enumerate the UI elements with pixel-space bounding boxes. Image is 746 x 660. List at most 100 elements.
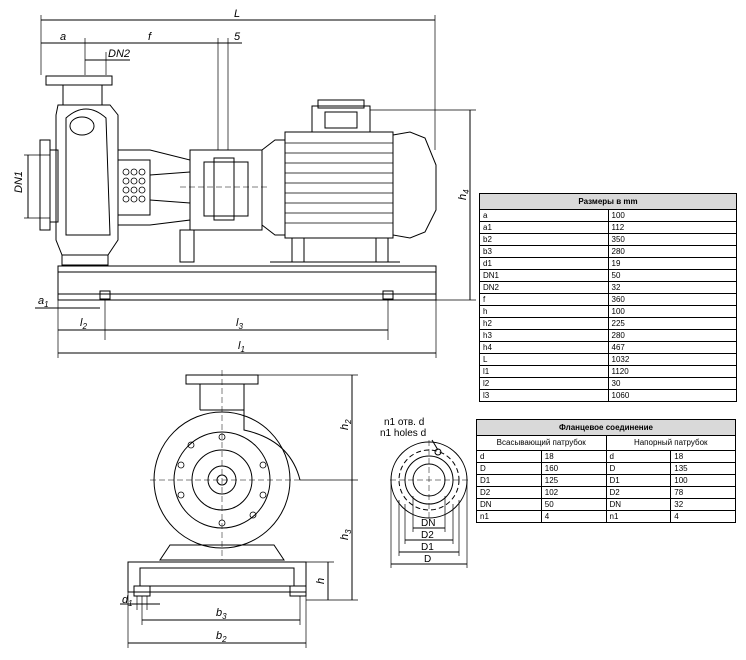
- discharge-param: D1: [605, 474, 672, 487]
- dimension-value: 32: [607, 281, 737, 294]
- label-holes-ru: n1 отв. d: [384, 417, 424, 428]
- dimension-name: h3: [479, 329, 609, 342]
- discharge-value: 100: [670, 474, 736, 487]
- dimension-value: 225: [607, 317, 737, 330]
- label-fl-D1: D1: [421, 542, 434, 553]
- label-h3: h3: [339, 529, 353, 540]
- label-d1: d1: [122, 594, 133, 608]
- dimension-value: 100: [607, 209, 737, 222]
- discharge-value: 18: [670, 450, 736, 463]
- dimension-name: l1: [479, 365, 609, 378]
- dimension-value: 280: [607, 329, 737, 342]
- suction-value: 102: [540, 486, 607, 499]
- discharge-value: 78: [670, 486, 736, 499]
- label-b2: b2: [216, 630, 227, 644]
- discharge-value: 32: [670, 498, 736, 511]
- dimensions-table-title: Размеры в mm: [479, 193, 737, 210]
- suction-value: 18: [540, 450, 607, 463]
- label-a1: a1: [38, 295, 49, 309]
- dimension-name: f: [479, 293, 609, 306]
- discharge-param: D: [605, 462, 672, 475]
- label-l2: l2: [80, 317, 87, 331]
- dimension-name: h4: [479, 341, 609, 354]
- suction-param: DN: [476, 498, 542, 511]
- dimension-value: 1120: [607, 365, 737, 378]
- label-holes-en: n1 holes d: [380, 428, 426, 439]
- dimension-value: 112: [607, 221, 737, 234]
- dimension-name: a: [479, 209, 609, 222]
- suction-value: 160: [540, 462, 607, 475]
- suction-param: d: [476, 450, 542, 463]
- dimension-value: 280: [607, 245, 737, 258]
- flange-view: [390, 439, 470, 568]
- label-a: a: [60, 31, 66, 43]
- label-DN1: DN1: [13, 171, 25, 193]
- dimension-value: 50: [607, 269, 737, 282]
- flange-table-title: Фланцевое соединение: [476, 419, 736, 436]
- suction-header: Всасывающий патрубок: [476, 435, 607, 451]
- suction-param: D1: [476, 474, 542, 487]
- dimension-name: h: [479, 305, 609, 318]
- discharge-param: d: [605, 450, 672, 463]
- label-L: L: [234, 8, 240, 20]
- side-view: [24, 15, 476, 358]
- discharge-param: D2: [605, 486, 672, 499]
- label-h4: h4: [457, 189, 471, 200]
- flange-table: Фланцевое соединение Всасывающий патрубо…: [476, 419, 736, 523]
- suction-param: D: [476, 462, 542, 475]
- suction-param: D2: [476, 486, 542, 499]
- suction-value: 4: [540, 510, 607, 523]
- label-DN2: DN2: [108, 48, 130, 60]
- label-b3: b3: [216, 607, 227, 621]
- label-fl-DN: DN: [421, 518, 435, 529]
- dimension-name: l2: [479, 377, 609, 390]
- dimension-value: 1060: [607, 389, 737, 402]
- dimension-name: a1: [479, 221, 609, 234]
- dimension-name: l3: [479, 389, 609, 402]
- front-view: [120, 370, 358, 648]
- dimension-name: L: [479, 353, 609, 366]
- dimension-value: 467: [607, 341, 737, 354]
- dimension-value: 350: [607, 233, 737, 246]
- dimension-name: d1: [479, 257, 609, 270]
- discharge-param: n1: [605, 510, 672, 523]
- suction-param: n1: [476, 510, 542, 523]
- label-s: 5: [234, 31, 241, 43]
- discharge-value: 135: [670, 462, 736, 475]
- dimension-name: DN1: [479, 269, 609, 282]
- discharge-value: 4: [670, 510, 736, 523]
- label-f: f: [148, 31, 152, 43]
- label-l3: l3: [236, 317, 243, 331]
- discharge-header: Напорный патрубок: [605, 435, 736, 451]
- dimension-value: 30: [607, 377, 737, 390]
- discharge-param: DN: [605, 498, 672, 511]
- label-h2: h2: [339, 419, 353, 430]
- label-l1: l1: [238, 340, 245, 354]
- suction-value: 50: [540, 498, 607, 511]
- dimension-value: 19: [607, 257, 737, 270]
- dimension-value: 1032: [607, 353, 737, 366]
- dimension-name: b3: [479, 245, 609, 258]
- label-fl-D2: D2: [421, 530, 434, 541]
